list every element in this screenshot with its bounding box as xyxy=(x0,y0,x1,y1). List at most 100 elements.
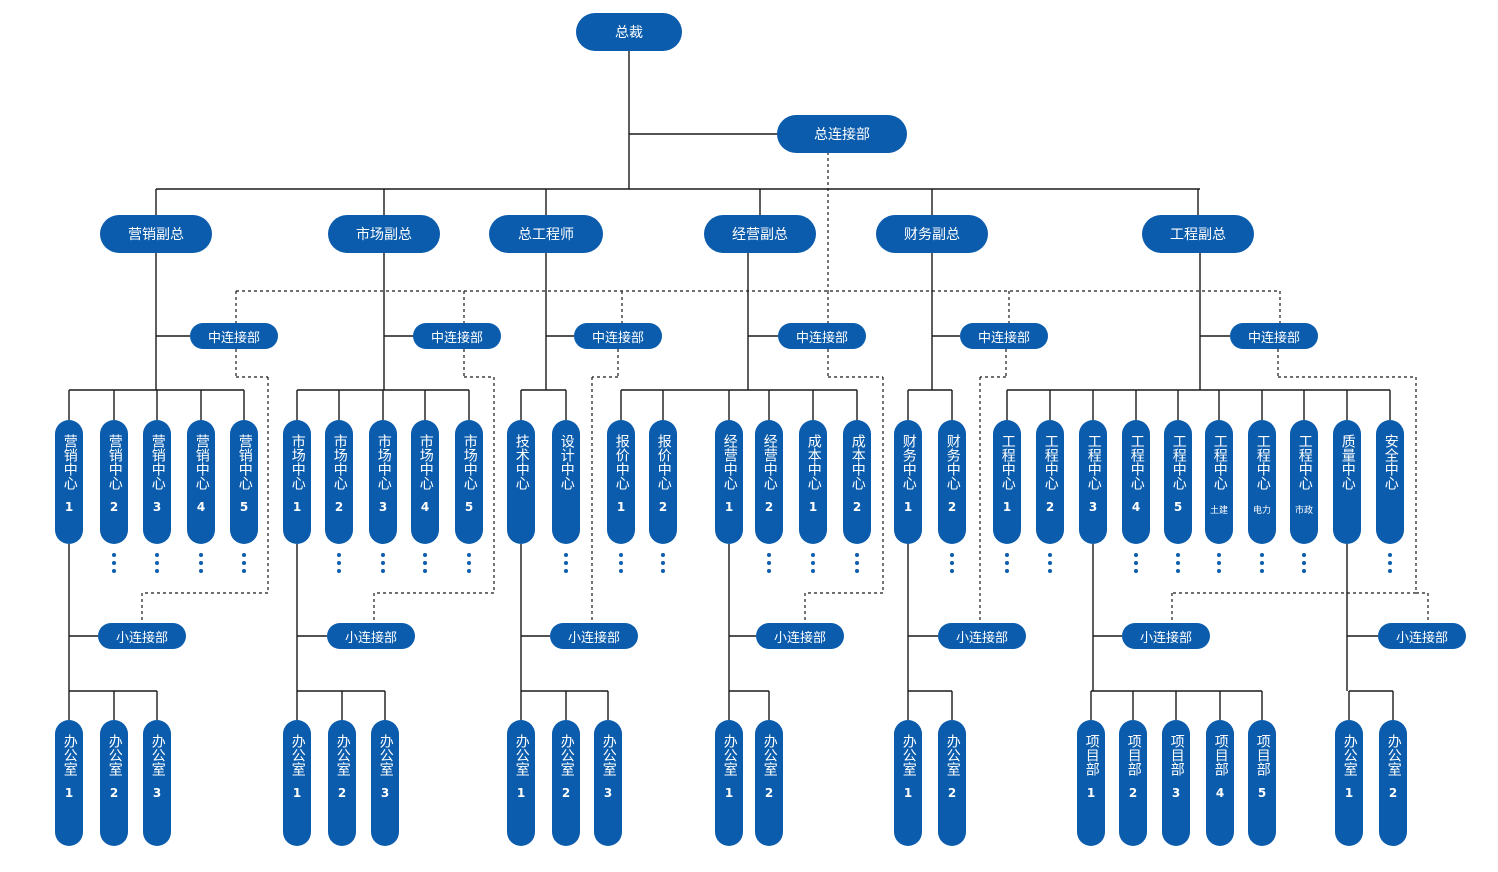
center-node-12: 设计中心 xyxy=(552,420,580,544)
center-node-25-number: 5 xyxy=(1173,500,1183,514)
center-node-20-number: 2 xyxy=(947,500,957,514)
small-liaison-node-6: 小连接部 xyxy=(1122,623,1210,649)
center-node-23-number: 3 xyxy=(1088,500,1098,514)
president-node: 总裁 xyxy=(576,13,682,51)
office-node-1-label: 办公室 xyxy=(61,734,78,776)
center-node-4-label: 营销中心 xyxy=(193,434,210,490)
center-node-23-label: 工程中心 xyxy=(1085,434,1102,490)
center-node-21-label: 工程中心 xyxy=(999,434,1016,490)
center-node-2: 营销中心 2 xyxy=(100,420,128,544)
center-node-18: 成本中心 2 xyxy=(843,420,871,544)
center-node-24-label: 工程中心 xyxy=(1128,434,1145,490)
office-node-13-number: 2 xyxy=(947,786,957,800)
continuation-dots-16 xyxy=(767,553,771,577)
continuation-dots-9 xyxy=(423,553,427,577)
office-node-3: 办公室 3 xyxy=(143,720,171,846)
small-liaison-node-5: 小连接部 xyxy=(938,623,1026,649)
vice-president-node-2: 市场副总 xyxy=(328,215,440,253)
general-liaison-node: 总连接部 xyxy=(777,115,907,153)
office-node-18-label: 项目部 xyxy=(1254,734,1271,776)
office-node-3-number: 3 xyxy=(152,786,162,800)
office-node-15: 项目部 2 xyxy=(1119,720,1147,846)
office-node-14-number: 1 xyxy=(1086,786,1096,800)
center-node-19-number: 1 xyxy=(903,500,913,514)
office-node-4-label: 办公室 xyxy=(289,734,306,776)
continuation-dots-25 xyxy=(1176,553,1180,577)
center-node-7: 市场中心 2 xyxy=(325,420,353,544)
mid-liaison-node-5: 中连接部 xyxy=(960,323,1048,349)
small-liaison-node-4: 小连接部 xyxy=(756,623,844,649)
center-node-15-number: 1 xyxy=(724,500,734,514)
center-node-11: 技术中心 xyxy=(507,420,535,544)
center-node-14-label: 报价中心 xyxy=(655,434,672,490)
center-node-18-label: 成本中心 xyxy=(849,434,866,490)
office-node-18: 项目部 5 xyxy=(1248,720,1276,846)
center-node-26-label: 工程中心 xyxy=(1211,434,1228,490)
office-node-3-label: 办公室 xyxy=(149,734,166,776)
continuation-dots-21 xyxy=(1005,553,1009,577)
office-node-15-number: 2 xyxy=(1128,786,1138,800)
small-liaison-node-1: 小连接部 xyxy=(98,623,186,649)
office-node-16-label: 项目部 xyxy=(1168,734,1185,776)
office-node-6-number: 3 xyxy=(380,786,390,800)
center-node-28-label: 工程中心 xyxy=(1296,434,1313,490)
center-node-7-label: 市场中心 xyxy=(331,434,348,490)
center-node-16-number: 2 xyxy=(764,500,774,514)
continuation-dots-27 xyxy=(1260,553,1264,577)
center-node-14: 报价中心 2 xyxy=(649,420,677,544)
center-node-29-label: 质量中心 xyxy=(1339,434,1356,490)
continuation-dots-4 xyxy=(199,553,203,577)
office-node-7-number: 1 xyxy=(516,786,526,800)
vice-president-node-3: 总工程师 xyxy=(489,215,603,253)
office-node-18-number: 5 xyxy=(1257,786,1267,800)
center-node-2-label: 营销中心 xyxy=(106,434,123,490)
continuation-dots-24 xyxy=(1134,553,1138,577)
center-node-6-number: 1 xyxy=(292,500,302,514)
center-node-27-label: 工程中心 xyxy=(1254,434,1271,490)
small-liaison-node-2: 小连接部 xyxy=(327,623,415,649)
continuation-dots-14 xyxy=(661,553,665,577)
center-node-24: 工程中心 4 xyxy=(1122,420,1150,544)
center-node-9-number: 4 xyxy=(420,500,430,514)
center-node-10-number: 5 xyxy=(464,500,474,514)
center-node-2-number: 2 xyxy=(109,500,119,514)
center-node-1-number: 1 xyxy=(64,500,74,514)
office-node-19-label: 办公室 xyxy=(1341,734,1358,776)
center-node-14-number: 2 xyxy=(658,500,668,514)
office-node-16-number: 3 xyxy=(1171,786,1181,800)
center-node-15-label: 经营中心 xyxy=(721,434,738,490)
center-node-22-label: 工程中心 xyxy=(1042,434,1059,490)
continuation-dots-2 xyxy=(112,553,116,577)
office-node-17-label: 项目部 xyxy=(1212,734,1229,776)
center-node-22-number: 2 xyxy=(1045,500,1055,514)
center-node-5-number: 5 xyxy=(239,500,249,514)
mid-liaison-node-3: 中连接部 xyxy=(574,323,662,349)
continuation-dots-5 xyxy=(242,553,246,577)
center-node-17-label: 成本中心 xyxy=(805,434,822,490)
continuation-dots-3 xyxy=(155,553,159,577)
office-node-2-label: 办公室 xyxy=(106,734,123,776)
center-node-24-number: 4 xyxy=(1131,500,1141,514)
center-node-28-number: 市政 xyxy=(1294,506,1313,516)
continuation-dots-28 xyxy=(1302,553,1306,577)
continuation-dots-13 xyxy=(619,553,623,577)
center-node-18-number: 2 xyxy=(852,500,862,514)
mid-liaison-node-4: 中连接部 xyxy=(778,323,866,349)
center-node-7-number: 2 xyxy=(334,500,344,514)
center-node-27: 工程中心电力 xyxy=(1248,420,1276,544)
office-node-14-label: 项目部 xyxy=(1083,734,1100,776)
office-node-9-number: 3 xyxy=(603,786,613,800)
office-node-15-label: 项目部 xyxy=(1125,734,1142,776)
